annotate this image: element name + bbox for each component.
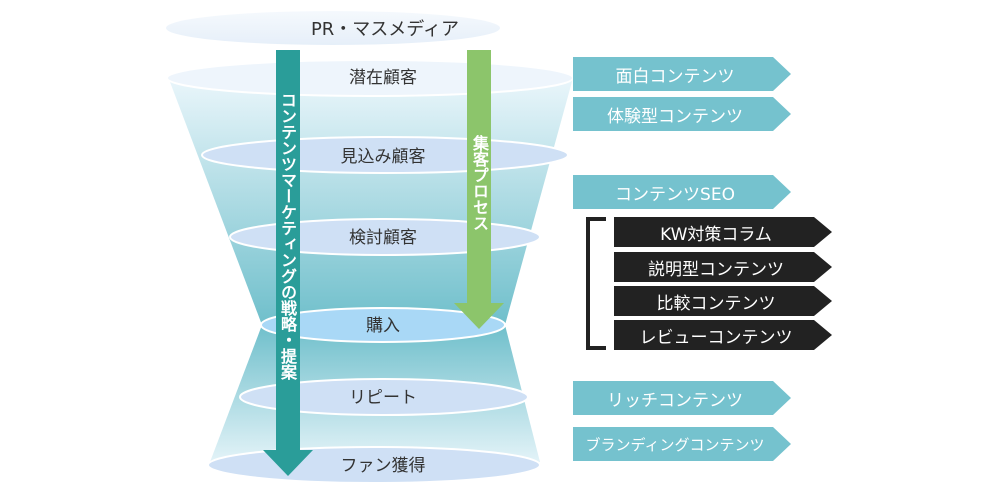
tag-label: 体験型コンテンツ <box>607 106 743 127</box>
level-ellipse-repeat <box>239 378 529 416</box>
tag-kw-column: KW対策コラム <box>614 217 832 247</box>
strategy-arrow-label: コンテンツマーケティングの戦略・提案 <box>278 92 297 380</box>
level-ellipse-purchase <box>260 307 506 343</box>
level-ellipse-consider <box>229 218 541 256</box>
tag-content-seo: コンテンツSEO <box>573 175 791 209</box>
tag-rich-content: リッチコンテンツ <box>573 381 791 415</box>
tag-experience-content: 体験型コンテンツ <box>573 97 791 131</box>
level-label-repeat: リピート <box>349 388 417 408</box>
tag-fun-content: 面白コンテンツ <box>573 57 791 91</box>
tag-review-content: レビューコンテンツ <box>614 320 832 350</box>
tag-label: コンテンツSEO <box>615 184 735 205</box>
level-label-prospect: 見込み顧客 <box>341 147 426 167</box>
tag-label: 説明型コンテンツ <box>648 259 784 280</box>
acquisition-arrow-label: 集客プロセス <box>470 135 489 231</box>
acquisition-arrow <box>454 50 504 329</box>
upper-funnel <box>170 78 573 325</box>
tag-label: 面白コンテンツ <box>615 66 735 87</box>
tag-comparison-content: 比較コンテンツ <box>614 286 832 316</box>
tag-branding-content: ブランディングコンテンツ <box>573 427 791 461</box>
seo-bracket <box>586 217 606 350</box>
strategy-arrow <box>263 50 313 476</box>
tag-explanatory-content: 説明型コンテンツ <box>614 252 832 282</box>
tag-label: ブランディングコンテンツ <box>585 435 765 454</box>
level-label-purchase: 購入 <box>366 316 400 336</box>
tag-label: KW対策コラム <box>660 224 772 245</box>
tag-label: リッチコンテンツ <box>607 390 743 411</box>
tag-label: 比較コンテンツ <box>656 293 776 314</box>
pr-media-ellipse <box>166 11 500 45</box>
pr-media-label: PR・マスメディア <box>311 19 459 40</box>
level-label-latent: 潜在顧客 <box>349 68 417 88</box>
level-label-consider: 検討顧客 <box>349 228 417 248</box>
tag-label: レビューコンテンツ <box>639 327 793 348</box>
level-label-fan: ファン獲得 <box>341 456 426 476</box>
